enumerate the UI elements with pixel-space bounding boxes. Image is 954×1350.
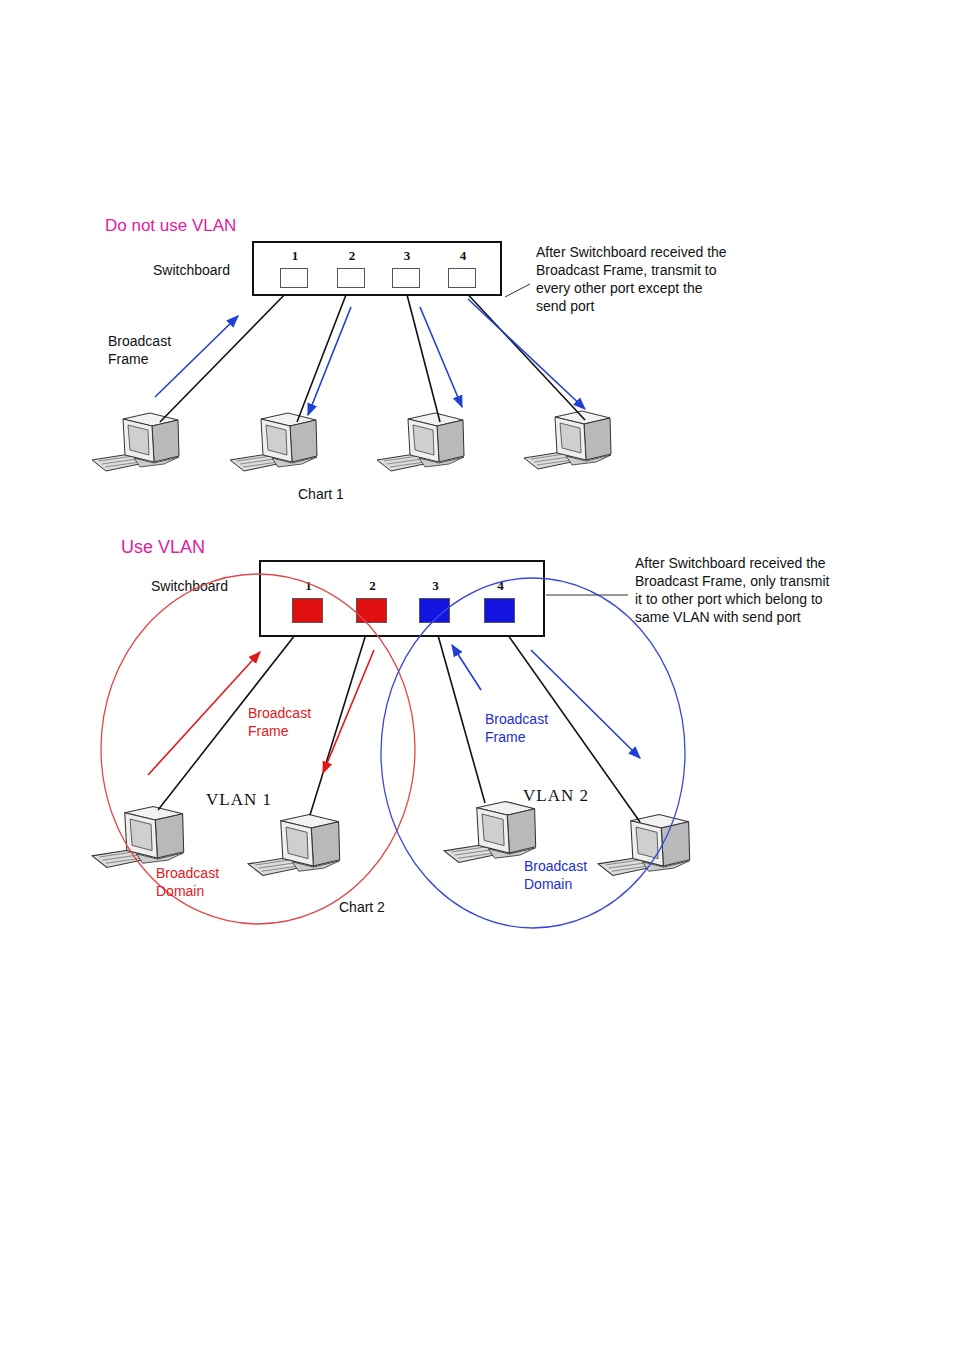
frame-arrow — [468, 299, 585, 409]
computer — [598, 814, 690, 875]
vlan-name: VLAN 1 — [206, 791, 272, 809]
domain-label: Broadcast Domain — [524, 857, 604, 893]
frame-arrow — [452, 645, 481, 690]
annotation: Broadcast Frame — [485, 710, 561, 746]
computer — [92, 806, 184, 867]
ellipse-outline — [100, 573, 416, 925]
note-text: After Switchboard received the Broadcast… — [536, 243, 728, 315]
port-number: 3 — [387, 247, 427, 265]
computer — [524, 411, 611, 469]
cable — [160, 287, 292, 422]
cable — [405, 287, 440, 422]
switch-label: Switchboard — [153, 261, 230, 279]
leader-lines — [505, 284, 628, 595]
chart-heading: Do not use VLAN — [105, 217, 236, 235]
computers — [92, 411, 690, 875]
broadcast-domain-outline — [381, 578, 685, 928]
leader-line — [505, 284, 530, 297]
switch-port: 2 — [337, 268, 365, 288]
port-number: 1 — [275, 247, 315, 265]
frame-arrow — [531, 650, 640, 758]
frame-arrow — [308, 307, 351, 415]
cable — [310, 621, 370, 815]
computer — [92, 413, 179, 471]
switch-box: Switchboard1234 — [252, 241, 502, 296]
switch-port: 1 — [292, 598, 323, 623]
switch-port: 2 — [356, 598, 387, 623]
port-number: 4 — [443, 247, 483, 265]
cables — [158, 287, 640, 822]
broadcast-domain-outline — [101, 574, 415, 924]
domain-label: Broadcast Domain — [156, 864, 236, 900]
switch-port: 4 — [448, 268, 476, 288]
vlan-name: VLAN 2 — [523, 787, 589, 805]
switch-port: 4 — [484, 598, 515, 623]
leader-line — [546, 595, 628, 596]
frame-arrows — [148, 299, 640, 775]
port-number: 1 — [287, 577, 330, 595]
vlan-ellipse: VLAN 2 Broadcast Domain — [380, 577, 686, 929]
vlan-ellipse: VLAN 1 Broadcast Domain — [100, 573, 416, 925]
frame-arrow — [323, 650, 374, 773]
port-number: 3 — [414, 577, 457, 595]
computer — [230, 413, 317, 471]
annotation: Broadcast Frame — [248, 704, 324, 740]
frame-arrow — [148, 652, 260, 775]
port-number: 2 — [332, 247, 372, 265]
frame-arrow — [155, 316, 238, 397]
chart-heading: Use VLAN — [121, 538, 205, 556]
note-text: After Switchboard received the Broadcast… — [635, 554, 833, 626]
cable — [297, 287, 349, 422]
annotation: Broadcast Frame — [108, 332, 184, 368]
switch-port: 1 — [280, 268, 308, 288]
frame-arrow — [420, 307, 462, 407]
switch-port: 3 — [392, 268, 420, 288]
computer — [248, 814, 340, 875]
cable — [434, 621, 485, 803]
annotation: Chart 1 — [298, 485, 344, 503]
switch-box: Switchboard1234 — [259, 560, 545, 637]
port-number: 2 — [351, 577, 394, 595]
computer — [444, 801, 536, 862]
annotation: Chart 2 — [339, 898, 385, 916]
computer — [377, 413, 464, 471]
